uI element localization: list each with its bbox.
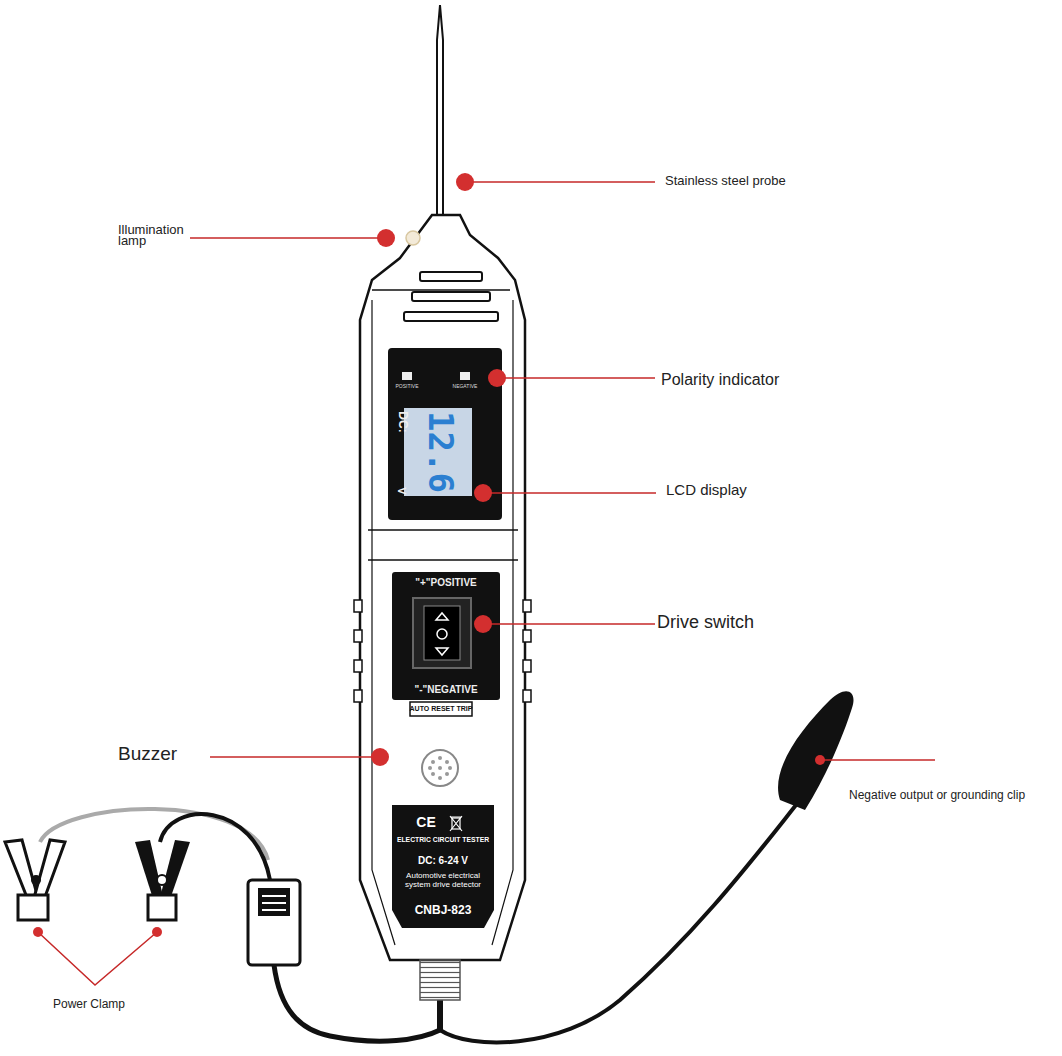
plate-text: ELECTRIC CIRCUIT TESTER	[397, 836, 489, 845]
cable-stub	[437, 1000, 443, 1032]
buzzer	[422, 750, 458, 786]
ce-mark: CE	[416, 815, 435, 830]
illumination-lamp	[406, 231, 420, 245]
clamp-right	[135, 840, 190, 920]
tester-body	[360, 215, 525, 960]
lcd-unit: V	[396, 487, 408, 494]
plate-text: DC: 6-24 V	[418, 855, 468, 866]
plate-text: Automotive electrical system drive detec…	[397, 872, 489, 890]
callout-label: Polarity indicator	[661, 371, 779, 389]
cable	[274, 965, 440, 1041]
switch-label: "+"POSITIVE	[415, 577, 476, 588]
plug	[248, 880, 300, 965]
lcd-reading: 12.6	[421, 411, 458, 493]
switch-label: AUTO RESET TRIP	[410, 705, 473, 713]
lcd-unit: DC:	[395, 411, 408, 432]
lcd-screen	[404, 408, 472, 496]
callout-label: Power Clamp	[53, 998, 125, 1011]
grounding-clip	[778, 691, 853, 810]
model-number: CNBJ-823	[415, 904, 472, 917]
callout-label: Stainless steel probe	[665, 174, 786, 188]
indicator-label: NEGATIVE	[453, 384, 478, 390]
switch-panel	[392, 572, 500, 700]
bin-symbol	[450, 816, 462, 831]
display-panel	[388, 348, 502, 520]
strain-relief	[420, 960, 460, 1000]
plug-cap	[258, 888, 290, 916]
probe	[437, 5, 443, 215]
switch-label: "-"NEGATIVE	[414, 684, 477, 695]
rocker-switch	[413, 598, 471, 668]
grey-wire	[40, 809, 268, 860]
label-plate	[392, 805, 494, 928]
indicator-label: POSITIVE	[395, 384, 418, 390]
callout-label: Illumination lamp	[118, 224, 198, 246]
callout-label: Drive switch	[657, 613, 754, 633]
callout-label: Negative output or grounding clip	[849, 789, 1025, 802]
callout-label: LCD display	[666, 482, 747, 499]
callout-label: Buzzer	[118, 744, 177, 765]
clamp-left	[5, 840, 65, 920]
